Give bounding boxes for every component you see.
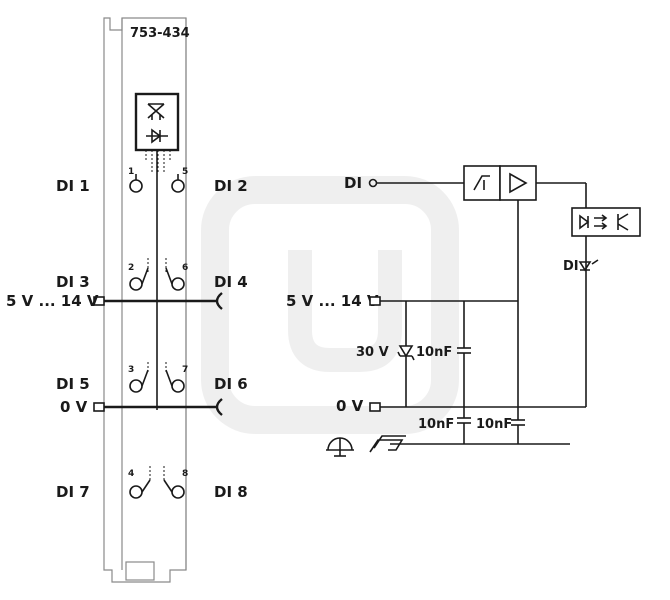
di-input-terminal	[368, 178, 378, 188]
schematic-di-label: DI	[344, 174, 362, 192]
label-di6: DI 6	[214, 375, 248, 393]
label-supply-left: 5 V ... 14 V	[6, 292, 99, 310]
pin-6: 6	[182, 263, 188, 273]
clamp-row-4	[129, 466, 185, 499]
led-icon	[578, 259, 599, 272]
label-zero-left: 0 V	[60, 398, 88, 416]
amplifier-block	[499, 165, 537, 201]
status-led-block	[134, 92, 180, 172]
capacitor-right	[511, 419, 525, 426]
part-number: 753-434	[130, 26, 190, 41]
zero-terminal	[369, 402, 381, 412]
label-di7: DI 7	[56, 483, 90, 501]
capacitor-left	[457, 417, 471, 424]
label-di3: DI 3	[56, 273, 90, 291]
zero-rail-left	[93, 398, 223, 416]
clamp-row-3	[129, 362, 185, 393]
pin-8: 8	[182, 469, 188, 479]
pin-4: 4	[128, 469, 134, 479]
cap-tvs-label: 10nF	[416, 345, 452, 360]
din-rail-icon	[369, 435, 406, 453]
supply-terminal	[369, 296, 381, 306]
label-di2: DI 2	[214, 177, 248, 195]
watermark-logo	[201, 176, 459, 434]
tvs-label: 30 V	[356, 345, 389, 360]
pin-1: 1	[128, 167, 134, 177]
pin-2: 2	[128, 263, 134, 273]
pin-3: 3	[128, 365, 134, 375]
label-di4: DI 4	[214, 273, 248, 291]
pin-7: 7	[182, 365, 188, 375]
optocoupler	[571, 207, 641, 237]
filter-block	[463, 165, 501, 201]
protective-earth-icon	[326, 437, 354, 457]
led-label: DI	[563, 259, 579, 274]
cap-right-label: 10nF	[476, 417, 512, 432]
pin-5: 5	[182, 167, 188, 177]
label-di5: DI 5	[56, 375, 90, 393]
label-di1: DI 1	[56, 177, 90, 195]
label-di8: DI 8	[214, 483, 248, 501]
cap-left-label: 10nF	[418, 417, 454, 432]
clamp-row-1	[129, 174, 185, 193]
schematic-supply-label: 5 V ... 14 V	[286, 292, 379, 310]
capacitor-tvs	[457, 347, 471, 354]
clamp-row-2	[129, 258, 185, 291]
module-housing	[103, 17, 187, 583]
schematic-zero-label: 0 V	[336, 397, 364, 415]
supply-rail-left	[93, 292, 223, 310]
